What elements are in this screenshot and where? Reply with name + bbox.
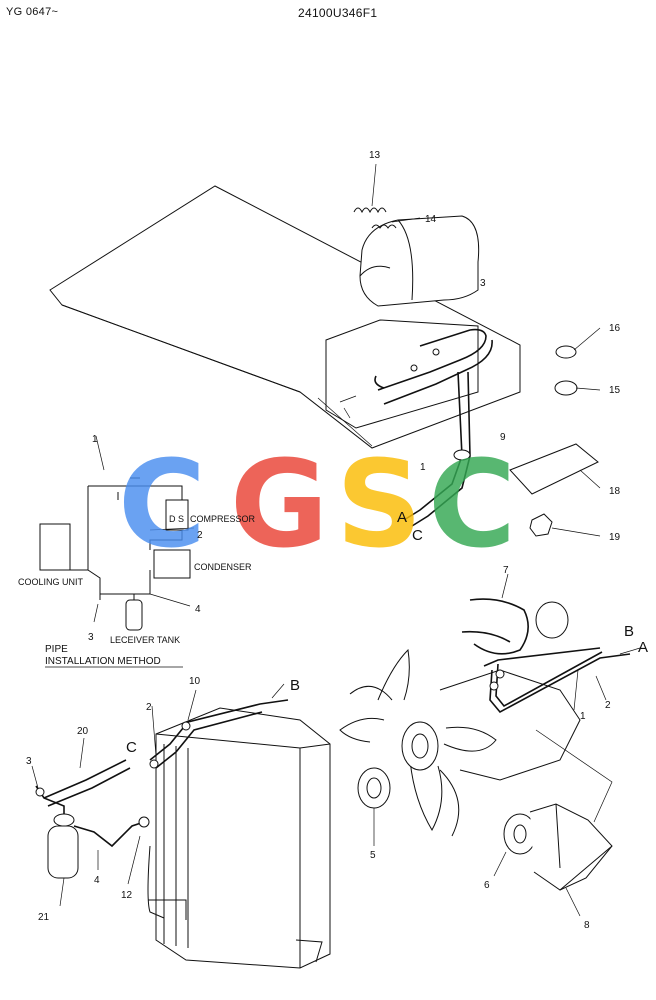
receiver-tank (31, 737, 150, 907)
callout-2: 2 (146, 702, 152, 713)
schematic-num-3: 3 (88, 632, 94, 643)
watermark-letter: S (336, 436, 422, 575)
callout-4: 4 (94, 875, 100, 886)
condenser-assembly (147, 683, 331, 969)
watermark-letter: C (428, 436, 516, 575)
receiver-tank-label: LECEIVER TANK (110, 635, 180, 645)
callout-2: 2 (605, 700, 611, 711)
callout-9: 9 (500, 432, 506, 443)
callout-8: 8 (584, 920, 590, 931)
model-code: YG 0647~ (6, 6, 59, 18)
schematic-title-line2: INSTALLATION METHOD (45, 656, 161, 667)
connector-c: C (412, 527, 423, 544)
plate-18 (509, 443, 601, 495)
callout-20: 20 (77, 726, 89, 737)
connector-b: B (290, 677, 300, 694)
callout-1: 1 (580, 711, 586, 722)
callout-5: 5 (370, 850, 376, 861)
schematic-num-4: 4 (195, 604, 201, 615)
schematic-num-1: 1 (92, 434, 98, 445)
callout-7: 7 (503, 565, 509, 576)
connector-b: B (624, 623, 634, 640)
schematic-labels: 1 D S COMPRESSOR 2 CONDENSER COOLING UNI… (18, 434, 256, 668)
engine-fan-compressor (339, 573, 641, 917)
callout-18: 18 (609, 486, 621, 497)
connector-a: A (397, 509, 407, 526)
callout-3: 3 (480, 278, 486, 289)
connector-letters: A C B A B C (126, 509, 648, 756)
callout-1: 1 (420, 462, 426, 473)
schematic-title-line1: PIPE (45, 644, 68, 655)
callout-14: 14 (425, 214, 437, 225)
connector-a: A (638, 639, 648, 656)
clips-13-14 (353, 163, 421, 229)
diagram-code: 24100U346F1 (298, 6, 378, 20)
switch-label: D S (169, 514, 184, 524)
watermark: C G S C (118, 436, 516, 575)
bands-15-16 (554, 327, 601, 396)
condenser-label: CONDENSER (194, 562, 252, 572)
compressor-label: COMPRESSOR (190, 514, 256, 524)
cab-floor-plate (49, 185, 521, 449)
callout-12: 12 (121, 890, 133, 901)
callout-6: 6 (484, 880, 490, 891)
callout-19: 19 (609, 532, 621, 543)
schematic-num-2: 2 (197, 530, 203, 541)
pipe-schematic (39, 435, 195, 631)
nut-19 (529, 513, 601, 537)
connector-c: C (126, 739, 137, 756)
callout-numbers: 13 14 3 16 15 9 1 18 19 7 2 1 10 2 20 3 … (26, 150, 621, 931)
watermark-letter: G (230, 436, 329, 575)
callout-15: 15 (609, 385, 621, 396)
callout-13: 13 (369, 150, 381, 161)
cooling-unit-label: COOLING UNIT (18, 577, 84, 587)
callout-16: 16 (609, 323, 621, 334)
callout-21: 21 (38, 912, 50, 923)
callout-3: 3 (26, 756, 32, 767)
watermark-letter: C (118, 436, 206, 575)
pipe-3-upper (374, 328, 493, 527)
callout-10: 10 (189, 676, 201, 687)
